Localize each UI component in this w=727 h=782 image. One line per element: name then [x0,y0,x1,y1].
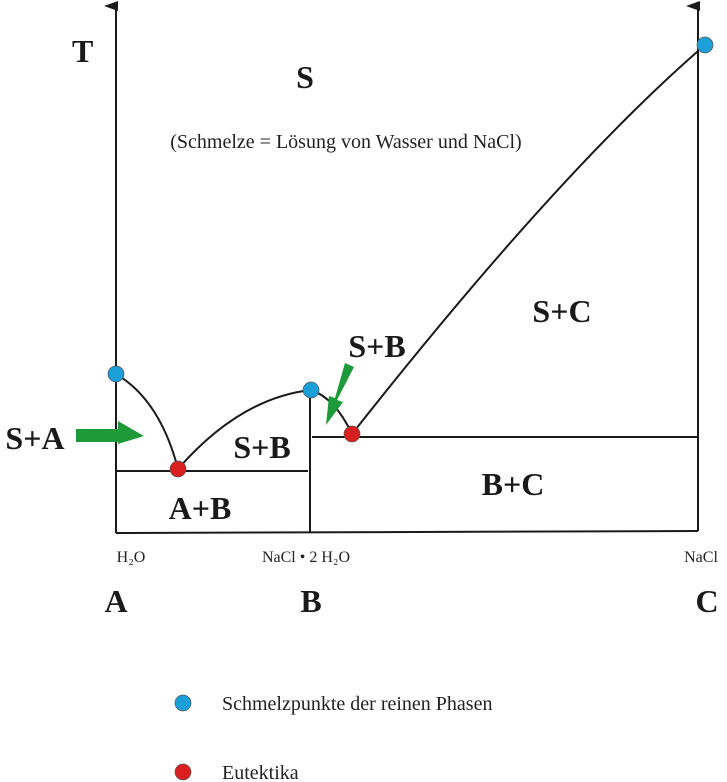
composition-letter-b: B [300,583,321,619]
melting-point-b [302,381,320,399]
liquidus-a [115,373,179,470]
arrow-s-plus-a-icon [76,421,144,444]
eutectic-point-ab [169,460,187,478]
arrow-s-plus-b-icon [326,363,354,425]
region-s-plus-a: S+A [5,420,64,456]
composition-formula-b: NaCl • 2 H₂O [262,549,350,566]
legend: Schmelzpunkte der reinen Phasen Eutektik… [174,693,492,782]
liquidus-c [351,44,706,435]
melt-description: (Schmelze = Lösung von Wasser und NaCl) [170,131,521,153]
composition-letter-c: C [695,583,718,619]
axis-label-t: T [72,33,93,69]
composition-axis [115,530,699,534]
eutectic-point-bc [343,425,361,443]
melting-point-c [696,36,714,54]
legend-eutectics: Eutektika [222,762,299,782]
liquidus-b-left [177,389,312,470]
melting-point-a [107,365,125,383]
region-s-plus-b-lower: S+B [233,429,290,465]
legend-blue-dot-icon [174,694,192,712]
composition-formula-c: NaCl [684,549,718,566]
region-b-plus-c: B+C [482,466,545,502]
region-s-plus-b-upper: S+B [348,328,405,364]
legend-red-dot-icon [174,763,192,781]
legend-melting-points: Schmelzpunkte der reinen Phasen [222,693,492,715]
region-melt: S [296,59,314,95]
region-s-plus-c: S+C [532,293,591,329]
region-a-plus-b: A+B [169,490,232,526]
composition-formula-a: H₂O [117,549,146,566]
composition-letter-a: A [104,583,127,619]
